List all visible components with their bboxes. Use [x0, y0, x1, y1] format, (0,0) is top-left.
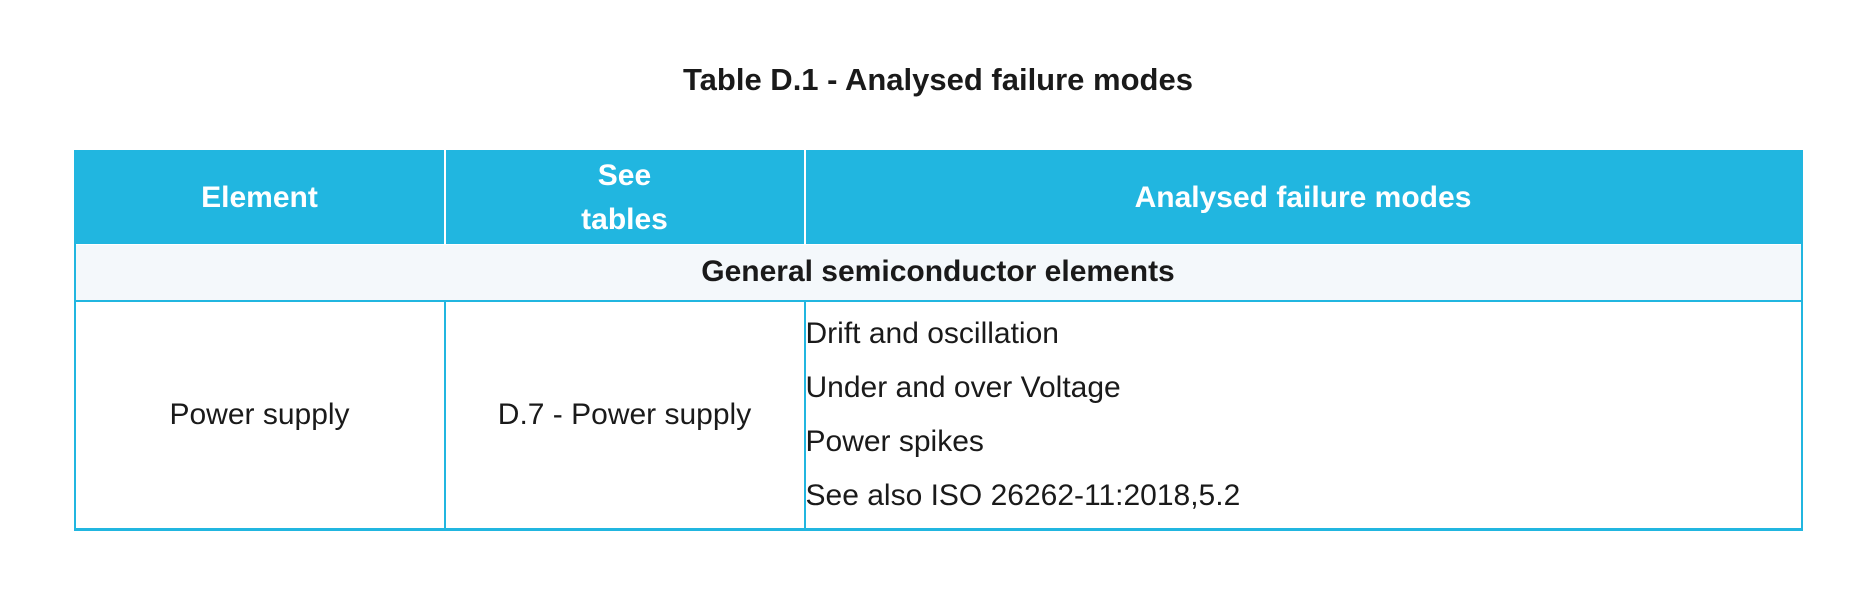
table-title: Table D.1 - Analysed failure modes — [683, 62, 1193, 97]
cell-element: Power supply — [74, 301, 445, 529]
failure-mode-item: Power spikes — [805, 424, 984, 458]
section-header-general-semiconductor-elements: General semiconductor elements — [74, 243, 1802, 302]
column-header-element: Element — [74, 151, 445, 244]
header-row: Element See tables Analysed failure mode… — [74, 151, 1802, 244]
section-row: General semiconductor elements — [74, 243, 1802, 302]
column-header-see-tables: See tables — [443, 151, 805, 244]
failure-mode-item: Under and over Voltage — [805, 370, 1121, 404]
failure-mode-item: Drift and oscillation — [805, 316, 1059, 350]
failure-mode-item: See also ISO 26262-11:2018,5.2 — [805, 478, 1241, 512]
table-row-power-supply: Power supply D.7 - Power supply Drift an… — [74, 301, 1802, 529]
column-header-analysed-failure-modes: Analysed failure modes — [803, 151, 1802, 244]
analysed-failure-modes-table: Element See tables Analysed failure mode… — [73, 150, 1803, 531]
cell-see-tables: D.7 - Power supply — [443, 301, 805, 529]
cell-failure-modes: Drift and oscillation Under and over Vol… — [803, 301, 1802, 529]
